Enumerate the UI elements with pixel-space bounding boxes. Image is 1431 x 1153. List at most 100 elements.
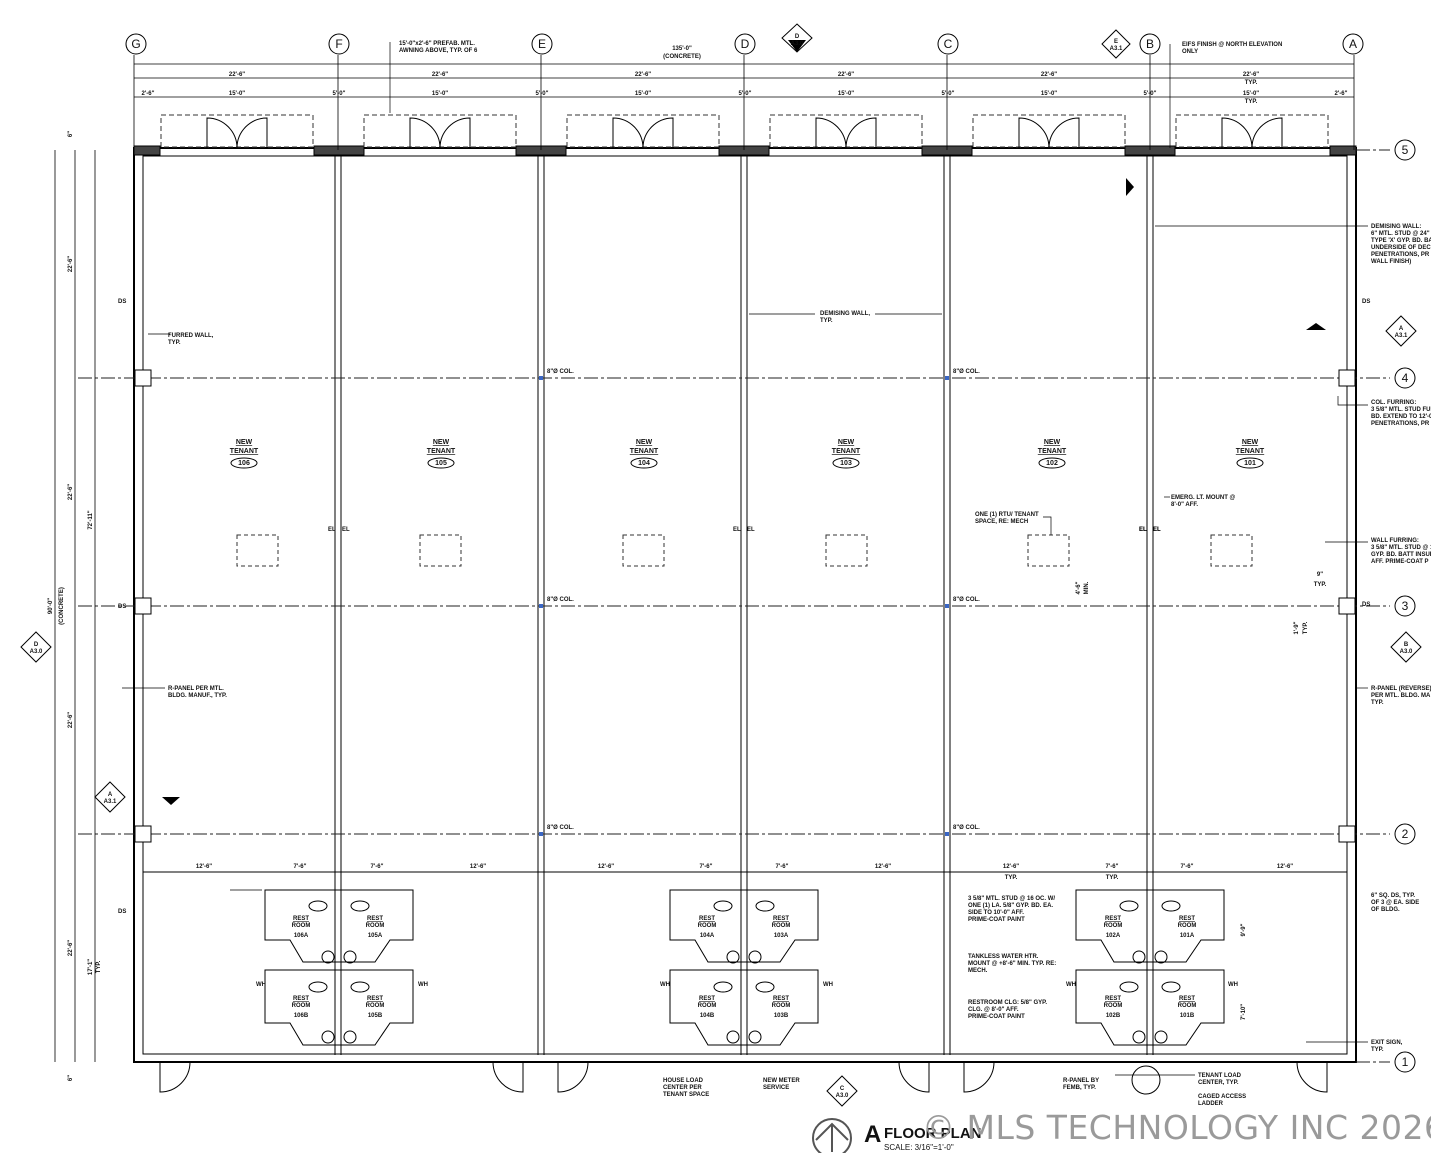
restroom-label: ROOM bbox=[1104, 1003, 1123, 1009]
r-panel-note: TYP. bbox=[1371, 700, 1384, 706]
r-panel-note: PER MTL. BLDG. MA bbox=[1371, 693, 1431, 699]
water-heater-note: MOUNT @ +8'-6" MIN. TYP. RE: bbox=[968, 961, 1056, 967]
downspout-label: DS bbox=[1362, 602, 1370, 608]
column-furring-note: PENETRATIONS, PR bbox=[1371, 421, 1430, 427]
col-furr-dim: 9" bbox=[1317, 572, 1323, 578]
restroom-number: 106A bbox=[294, 933, 309, 939]
storefront-doors bbox=[206, 117, 1283, 149]
restroom-dim: 12'-6" bbox=[598, 864, 614, 870]
exit-sign-note: TYP. bbox=[1371, 1047, 1384, 1053]
tenant-label: TENANT bbox=[832, 448, 861, 455]
r-panel-femb-note: FEMB, TYP. bbox=[1063, 1085, 1096, 1091]
restroom-ceiling-note: CLG. @ 8'-0" AFF. bbox=[968, 1007, 1019, 1013]
overall-width-note: (CONCRETE) bbox=[663, 54, 701, 60]
storefront-dim: 2'-6" bbox=[1335, 91, 1348, 97]
rtu-note: SPACE, RE: MECH bbox=[975, 519, 1028, 525]
restroom-dim: 12'-6" bbox=[470, 864, 486, 870]
emergency-light-label: EL bbox=[1139, 527, 1147, 533]
sub-depth-dim: 17'-1" bbox=[88, 959, 94, 975]
tenant-number-oval bbox=[1038, 457, 1066, 469]
sub-depth-dim-typ: TYP. bbox=[96, 960, 102, 973]
emergency-light-note: EMERG. LT. MOUNT @ bbox=[1171, 495, 1236, 501]
restroom-label: REST bbox=[699, 996, 715, 1002]
restroom-label: ROOM bbox=[292, 1003, 311, 1009]
downspout-note: 6" SQ. DS, TYP. bbox=[1371, 893, 1415, 899]
row-grid-label: 4 bbox=[1402, 371, 1409, 385]
restroom-dim: 12'-6" bbox=[1003, 864, 1019, 870]
section-mark-sheet: A3.1 bbox=[1395, 333, 1408, 339]
restroom-ceiling-note: RESTROOM CLG: 5/8" GYP. bbox=[968, 1000, 1047, 1006]
restroom-label: REST bbox=[1179, 996, 1195, 1002]
tenant-number: 104 bbox=[638, 460, 650, 467]
exterior-wall bbox=[133, 147, 1357, 1063]
tenant-label: TENANT bbox=[427, 448, 456, 455]
tenant-number: 105 bbox=[435, 460, 447, 467]
overall-width-dim: 135'-0" bbox=[672, 46, 692, 52]
downspout-note: OF BLDG. bbox=[1371, 907, 1400, 913]
section-mark-letter: A bbox=[108, 792, 113, 798]
sub-depth-dim: 72'-11" bbox=[88, 510, 94, 529]
bay-dim: 22'-6" bbox=[1041, 72, 1057, 78]
wall-furring-note: GYP. BD. BATT INSUL bbox=[1371, 552, 1431, 558]
restroom-label: REST bbox=[1105, 996, 1121, 1002]
tenant-number: 102 bbox=[1046, 460, 1058, 467]
demising-wall-note: TYPE 'X' GYP. BD. BA bbox=[1371, 238, 1431, 244]
restroom-label: ROOM bbox=[698, 923, 717, 929]
column-grid-label: D bbox=[741, 37, 750, 51]
row-grid-label: 1 bbox=[1402, 1055, 1409, 1069]
emergency-light-label: EL bbox=[733, 527, 741, 533]
caged-ladder-note: LADDER bbox=[1198, 1101, 1224, 1107]
demising-wall-note: TYP. bbox=[820, 318, 833, 324]
water-heater-note: TANKLESS WATER HTR. bbox=[968, 954, 1039, 960]
storefront-dim: 15'-0" bbox=[838, 91, 854, 97]
downspout-label: DS bbox=[118, 299, 126, 305]
restroom-number: 104B bbox=[700, 1013, 715, 1019]
bay-dim: 22'-6" bbox=[838, 72, 854, 78]
exit-sign-note: EXIT SIGN, bbox=[1371, 1040, 1403, 1046]
row-grid-label: 5 bbox=[1402, 143, 1409, 157]
storefront-headers bbox=[133, 145, 1357, 156]
restroom-cores bbox=[264, 889, 1225, 1046]
column-furring-note: BD. EXTEND TO 12'-0 bbox=[1371, 414, 1431, 420]
north-arrow-icon bbox=[812, 1118, 852, 1153]
storefront-dim: 5'-0" bbox=[1144, 91, 1157, 97]
eifs-note: EIFS FINISH @ NORTH ELEVATION bbox=[1182, 42, 1282, 48]
new-meter-note: NEW METER bbox=[763, 1078, 800, 1084]
restroom-height-dim: 9'-9" bbox=[1241, 923, 1247, 936]
restroom-dim: 12'-6" bbox=[196, 864, 212, 870]
storefront-dim: 15'-0" bbox=[432, 91, 448, 97]
column-furring-note: 3 5/8" MTL. STUD FURRING bbox=[1371, 407, 1431, 413]
column-grid-label: E bbox=[538, 37, 546, 51]
column-grid-label: C bbox=[944, 37, 953, 51]
restroom-number: 103A bbox=[774, 933, 789, 939]
emergency-light-label: EL bbox=[1153, 527, 1161, 533]
tenant-label: NEW bbox=[236, 439, 253, 446]
column-label: 8"Ø COL. bbox=[953, 369, 980, 375]
house-load-note: TENANT SPACE bbox=[663, 1092, 709, 1098]
emergency-light-note: 8'-0" AFF. bbox=[1171, 502, 1198, 508]
tenant-number-oval bbox=[630, 457, 658, 469]
column-label: 8"Ø COL. bbox=[953, 825, 980, 831]
section-mark-letter: D bbox=[34, 642, 39, 648]
tenant-label: NEW bbox=[838, 439, 855, 446]
restroom-dim-typ: TYP. bbox=[1005, 875, 1018, 881]
hvac-dim: 4'-6" bbox=[1076, 581, 1082, 594]
restroom-label: REST bbox=[367, 996, 383, 1002]
restroom-dim: 7'-6" bbox=[700, 864, 713, 870]
tenant-label: NEW bbox=[636, 439, 653, 446]
demising-wall-note: WALL FINISH) bbox=[1371, 259, 1411, 265]
new-meter-note: SERVICE bbox=[763, 1085, 789, 1091]
wall-furring-note: WALL FURRING: bbox=[1371, 538, 1419, 544]
restroom-number: 105A bbox=[368, 933, 383, 939]
restroom-dim: 7'-6" bbox=[776, 864, 789, 870]
restroom-wall-note: SIDE TO 10'-0" AFF. bbox=[968, 910, 1024, 916]
emergency-light-label: EL bbox=[328, 527, 336, 533]
tenant-label: TENANT bbox=[1236, 448, 1265, 455]
row-grid-label: 3 bbox=[1402, 599, 1409, 613]
section-mark-letter: D bbox=[795, 34, 800, 40]
downspout-label: DS bbox=[118, 604, 126, 610]
water-heater-label: WH bbox=[1066, 982, 1076, 988]
restroom-label: REST bbox=[1105, 916, 1121, 922]
restroom-label: ROOM bbox=[1104, 923, 1123, 929]
emergency-light-label: EL bbox=[1139, 527, 1147, 533]
